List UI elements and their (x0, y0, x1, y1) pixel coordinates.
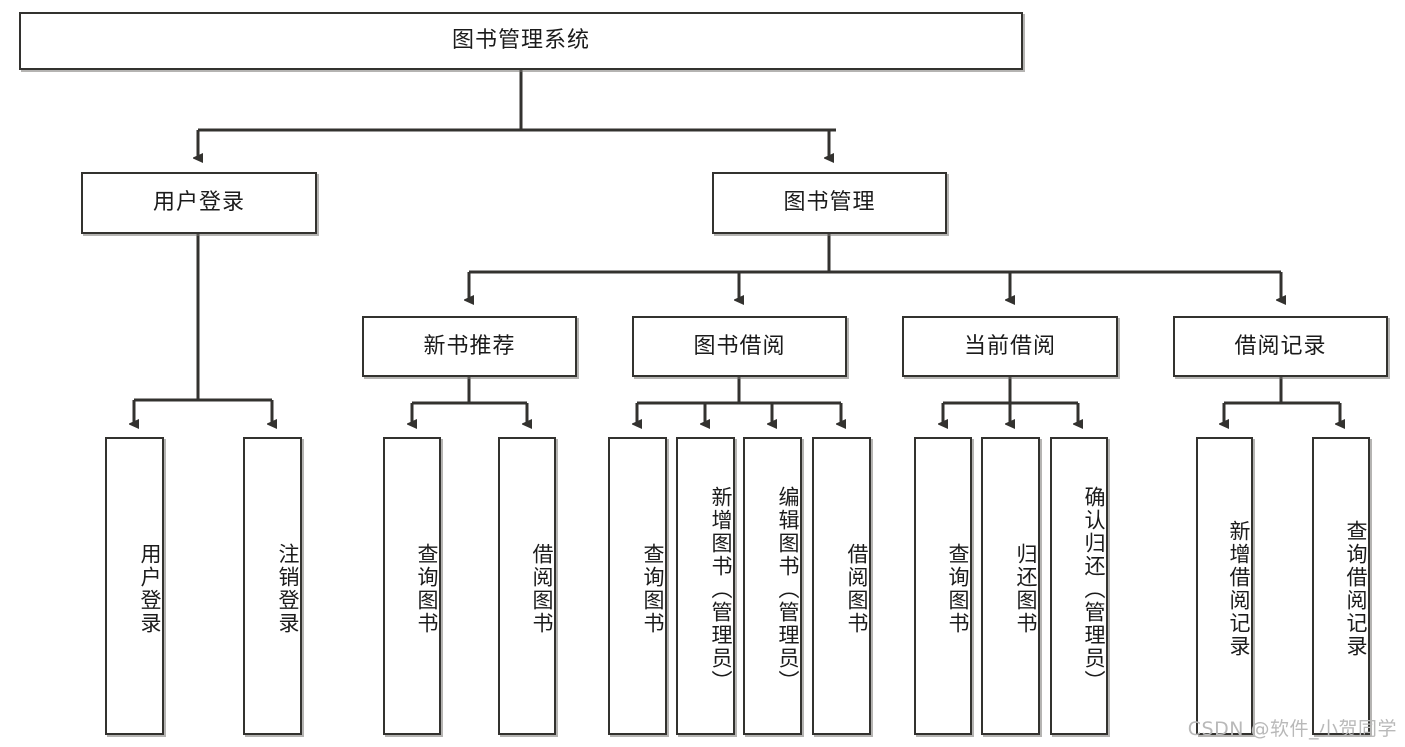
node-label: 借阅记录 (1234, 333, 1327, 359)
leaf-borrow-edit-book-admin[interactable]: 编辑图书（管理员） (743, 437, 802, 735)
node-label: 查询借阅记录 (1344, 520, 1368, 658)
leaf-recommend-query-book[interactable]: 查询图书 (383, 437, 441, 735)
node-current-borrow[interactable]: 当前借阅 (902, 316, 1118, 377)
node-label: 归还图书 (1014, 543, 1038, 635)
node-user-login[interactable]: 用户登录 (81, 172, 317, 234)
node-label: 借阅图书 (845, 543, 869, 635)
leaf-record-add-borrow-record[interactable]: 新增借阅记录 (1196, 437, 1253, 735)
node-label: 图书管理 (783, 190, 876, 216)
leaf-borrow-borrow-book[interactable]: 借阅图书 (812, 437, 871, 735)
leaf-borrow-add-book-admin[interactable]: 新增图书（管理员） (676, 437, 735, 735)
node-borrow-record[interactable]: 借阅记录 (1173, 316, 1388, 377)
leaf-current-query-book[interactable]: 查询图书 (914, 437, 972, 735)
node-label: 当前借阅 (963, 333, 1056, 359)
node-label: 新增借阅记录 (1227, 520, 1251, 658)
watermark-csdn: CSDN @软件_小贺同学 (1187, 718, 1397, 740)
node-label: 新增图书（管理员） (709, 485, 733, 693)
leaf-current-confirm-return-admin[interactable]: 确认归还（管理员） (1050, 437, 1108, 735)
node-label: 查询图书 (946, 543, 970, 635)
node-label: 查询图书 (641, 543, 665, 635)
leaf-recommend-borrow-book[interactable]: 借阅图书 (498, 437, 556, 735)
node-new-book-recommend[interactable]: 新书推荐 (362, 316, 577, 377)
leaf-record-query-borrow-record[interactable]: 查询借阅记录 (1312, 437, 1370, 735)
node-label: 编辑图书（管理员） (776, 485, 800, 693)
node-label: 图书管理系统 (451, 28, 590, 54)
node-label: 注销登录 (276, 543, 300, 635)
leaf-current-return-book[interactable]: 归还图书 (981, 437, 1040, 735)
node-label: 用户登录 (138, 543, 162, 635)
node-book-borrow[interactable]: 图书借阅 (632, 316, 847, 377)
node-label: 确认归还（管理员） (1082, 485, 1106, 693)
leaf-user-login-login[interactable]: 用户登录 (105, 437, 164, 735)
leaf-borrow-query-book[interactable]: 查询图书 (608, 437, 667, 735)
node-label: 图书借阅 (693, 333, 786, 359)
node-label: 借阅图书 (530, 543, 554, 635)
node-root-book-management-system[interactable]: 图书管理系统 (19, 12, 1023, 70)
node-label: 查询图书 (415, 543, 439, 635)
leaf-user-login-logout[interactable]: 注销登录 (243, 437, 302, 735)
node-label: 用户登录 (152, 190, 245, 216)
node-book-management[interactable]: 图书管理 (712, 172, 947, 234)
node-label: 新书推荐 (423, 333, 516, 359)
